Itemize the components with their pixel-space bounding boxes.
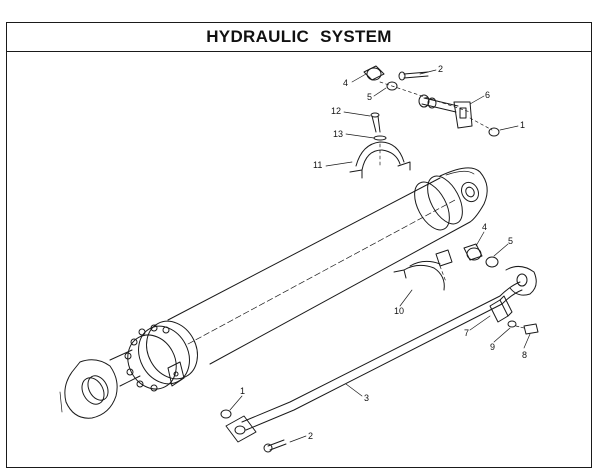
piston-rod <box>59 349 141 419</box>
cylinder-gland <box>124 320 198 392</box>
diagram-title: HYDRAULIC SYSTEM <box>206 26 392 46</box>
callout-label: 2 <box>308 431 313 441</box>
diagram-frame <box>6 22 592 468</box>
callout-label: 4 <box>343 78 348 88</box>
callout-label: 1 <box>240 386 245 396</box>
callout-label: 9 <box>490 342 495 352</box>
upper-clamp <box>349 112 411 179</box>
callout-label: 3 <box>364 393 369 403</box>
diagram-header: HYDRAULIC SYSTEM <box>6 22 592 52</box>
callout-label: 7 <box>464 328 469 338</box>
right-fitting-assembly <box>393 243 499 291</box>
upper-fitting-assembly <box>363 65 500 137</box>
callout-labels: 4 2 5 6 12 1 13 11 4 5 10 7 9 8 3 1 2 <box>240 64 527 441</box>
callout-label: 11 <box>313 160 322 170</box>
callout-leaders <box>229 69 531 443</box>
cylinder-head-end <box>414 167 488 231</box>
bracket-assembly <box>489 295 539 335</box>
cylinder-barrel <box>167 177 471 365</box>
callout-label: 13 <box>333 129 343 139</box>
callout-label: 6 <box>485 90 490 100</box>
callout-label: 4 <box>482 222 487 232</box>
callout-label: 10 <box>394 306 404 316</box>
callout-label: 12 <box>331 106 341 116</box>
callout-label: 5 <box>508 236 513 246</box>
hydraulic-tube <box>220 266 537 453</box>
callout-label: 2 <box>438 64 443 74</box>
callout-label: 8 <box>522 350 527 360</box>
callout-label: 5 <box>367 92 372 102</box>
callout-label: 1 <box>520 120 525 130</box>
